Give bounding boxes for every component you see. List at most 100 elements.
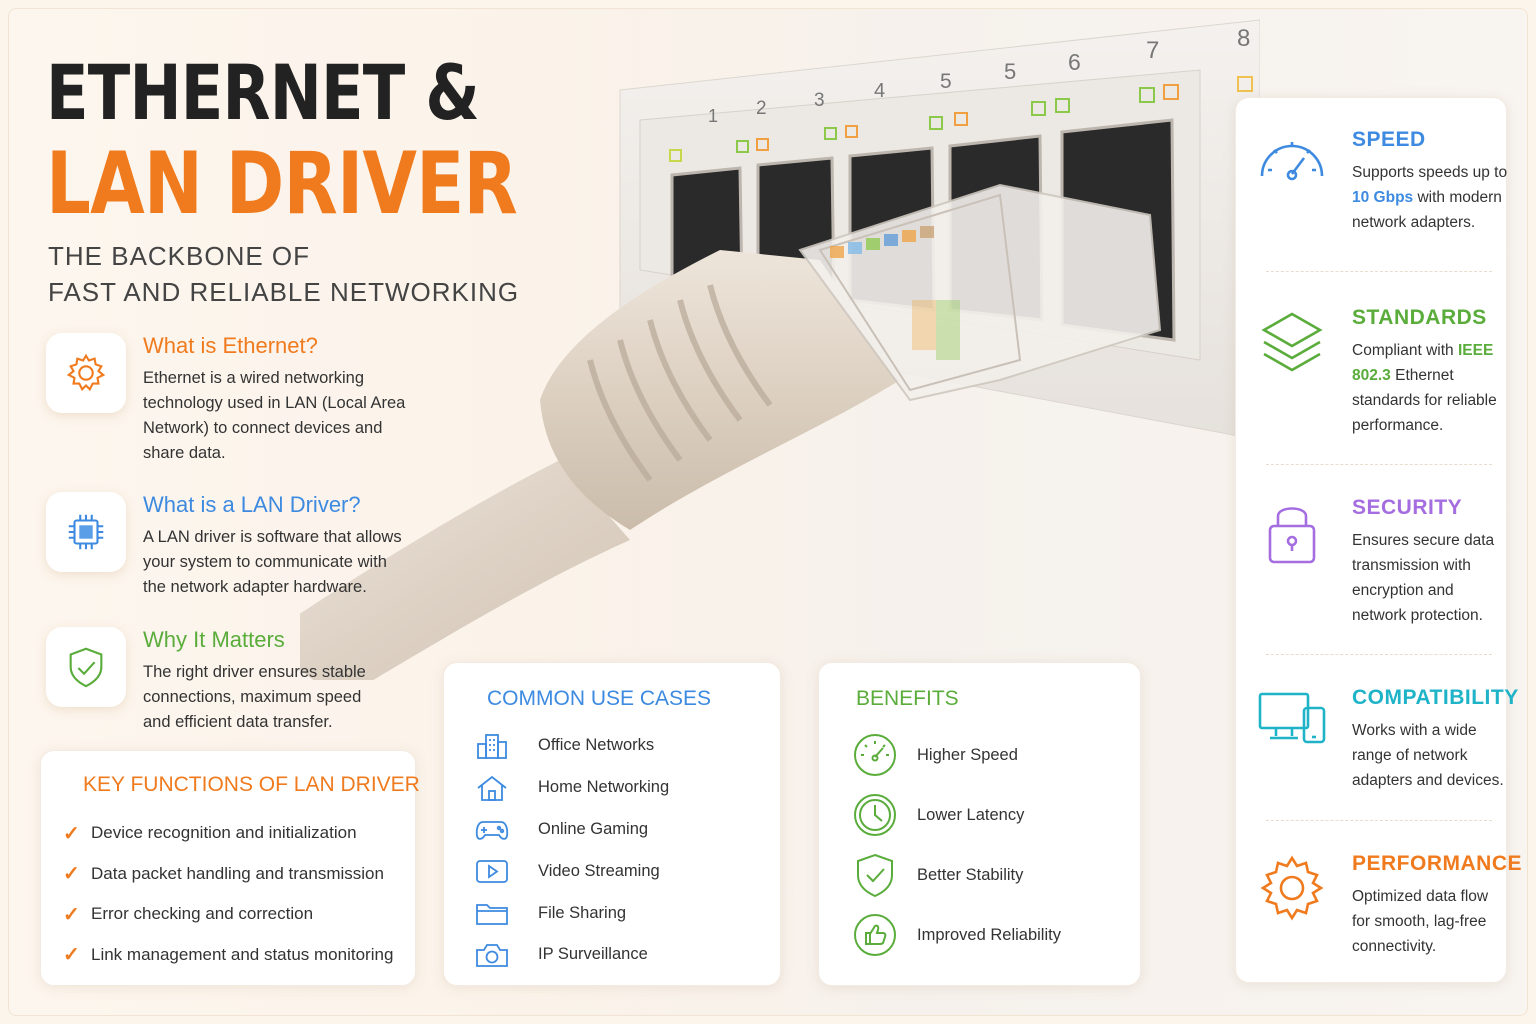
intro-title: What is a LAN Driver? [143, 492, 361, 517]
feature-text: Compliant with IEEE 802.3 Ethernet stand… [1352, 338, 1508, 438]
use-cases-title: COMMON USE CASES [487, 687, 712, 710]
subtitle-line-1: THE BACKBONE OF [48, 241, 311, 271]
use-case-label: Video Streaming [538, 861, 660, 880]
intro-title: What is Ethernet? [143, 333, 318, 358]
intro-what-is-lan-driver: What is a LAN Driver? A LAN driver is so… [46, 492, 416, 602]
list-item: Office Networks [474, 725, 669, 767]
feature-compatibility: COMPATIBILITY Works with a wide range of… [1236, 656, 1518, 832]
layers-icon [1261, 312, 1323, 372]
intro-what-is-ethernet: What is Ethernet? Ethernet is a wired ne… [46, 333, 416, 473]
port-number: 5 [940, 70, 952, 93]
key-function-label: Data packet handling and transmission [91, 863, 384, 883]
feature-speed: SPEED Supports speeds up to 10 Gbps with… [1236, 98, 1508, 274]
list-item: ✓Link management and status monitoring [63, 935, 393, 976]
gear-icon [66, 353, 106, 392]
benefits-list: Higher Speed Lower Latency Better Stabil… [851, 725, 1061, 965]
intro-text: A LAN driver is software that allows you… [143, 528, 402, 596]
feature-highlight: 10 Gbps [1352, 189, 1414, 206]
port-leds [669, 76, 1253, 162]
feature-standards: STANDARDS Compliant with IEEE 802.3 Ethe… [1236, 276, 1508, 452]
list-item: Online Gaming [474, 809, 669, 851]
camera-icon [476, 943, 508, 967]
port-number: 2 [756, 98, 767, 119]
list-item: ✓ Data packet handling and transmission [63, 854, 393, 895]
check-icon: ✓ [63, 863, 80, 886]
benefits-card: BENEFITS Higher Speed Lower Latency Bett… [818, 662, 1141, 986]
use-case-label: Online Gaming [538, 819, 649, 838]
ethernet-switch-illustration: 1 2 3 4 5 5 6 7 8 [260, 19, 1261, 700]
feature-performance: PERFORMANCE Optimized data flow for smoo… [1236, 822, 1522, 998]
feature-title: PERFORMANCE [1352, 852, 1523, 875]
benefit-label: Lower Latency [917, 805, 1025, 824]
key-function-label: Device recognition and initialization [91, 823, 357, 843]
benefit-label: Better Stability [917, 865, 1024, 884]
key-functions-card: KEY FUNCTIONS OF LAN DRIVER ✓ Device reco… [40, 750, 420, 986]
feature-text-after: Ethernet standards for reliable performa… [1352, 367, 1497, 434]
feature-text: Works with a wide range of network adapt… [1352, 722, 1504, 789]
feature-highlight: IEEE 802.3 [1352, 342, 1494, 384]
title-line-2: LAN DRIVER [46, 134, 518, 234]
intro-title: Why It Matters [143, 627, 285, 652]
thumbs-up-icon [854, 914, 896, 956]
shield-check-icon [857, 853, 893, 898]
feature-text: Ensures secure data transmission with en… [1352, 532, 1495, 624]
divider [1266, 654, 1492, 655]
feature-title: SPEED [1352, 128, 1426, 151]
list-item: Home Networking [474, 767, 669, 809]
gear-icon [1260, 855, 1324, 921]
list-item: Video Streaming [474, 850, 669, 892]
port-number: 3 [814, 90, 825, 111]
port-number: 6 [1068, 49, 1081, 75]
intro-icon-box [46, 492, 126, 572]
speedometer-icon [854, 734, 896, 776]
key-function-label: Link management and status monitoring [91, 944, 394, 964]
feature-security: SECURITY Ensures secure data transmissio… [1236, 466, 1508, 642]
speedometer-icon [1260, 142, 1324, 181]
subtitle: THE BACKBONE OF FAST AND RELIABLE NETWOR… [48, 238, 519, 310]
intro-text: Ethernet is a wired networking technolog… [143, 369, 406, 462]
feature-text: Supports speeds up to 10 Gbps with moder… [1352, 160, 1508, 235]
folder-icon [476, 904, 508, 925]
port-number: 1 [708, 106, 718, 126]
port-number: 5 [1004, 59, 1016, 84]
list-item: IP Surveillance [474, 934, 669, 976]
features-panel: SPEED Supports speeds up to 10 Gbps with… [1235, 97, 1522, 983]
devices-icon [1258, 692, 1326, 744]
list-item: Improved Reliability [851, 905, 1061, 965]
list-item: ✓ Device recognition and initialization [63, 813, 393, 854]
use-cases-card: COMMON USE CASES Office Networks Home Ne… [443, 662, 781, 986]
use-case-label: IP Surveillance [538, 945, 648, 964]
list-item: File Sharing [474, 892, 669, 934]
clock-icon [854, 794, 896, 836]
benefit-label: Higher Speed [917, 745, 1018, 764]
use-cases-list: Office Networks Home Networking Online G… [474, 725, 669, 976]
benefit-label: Improved Reliability [917, 925, 1061, 944]
check-icon: ✓ [63, 903, 80, 926]
feature-title: STANDARDS [1352, 306, 1487, 329]
key-functions-title: KEY FUNCTIONS OF LAN DRIVER [83, 773, 420, 796]
lock-icon [1268, 507, 1316, 564]
benefits-title: BENEFITS [856, 687, 959, 710]
list-item: Better Stability [851, 845, 1061, 905]
feature-text-before: Supports speeds up to [1352, 164, 1508, 181]
feature-title: SECURITY [1352, 496, 1463, 519]
list-item: ✓ Error checking and correction [63, 894, 393, 935]
check-icon: ✓ [63, 822, 80, 845]
use-case-label: Home Networking [538, 778, 670, 797]
feature-text: Optimized data flow for smooth, lag-free… [1352, 888, 1489, 955]
building-icon [477, 733, 507, 759]
shield-check-icon [69, 647, 103, 688]
use-case-label: File Sharing [538, 903, 627, 922]
use-case-label: Office Networks [538, 736, 655, 755]
play-icon [476, 860, 508, 884]
feature-title: COMPATIBILITY [1352, 686, 1519, 709]
divider [1266, 464, 1492, 465]
gamepad-icon [475, 821, 509, 841]
intro-text: The right driver ensures stable connecti… [143, 663, 366, 731]
feature-text-before: Compliant with [1352, 342, 1458, 359]
list-item: Higher Speed [851, 725, 1061, 785]
key-function-label: Error checking and correction [91, 904, 314, 924]
title-line-1: ETHERNET & [46, 48, 480, 137]
hero-illustration: 1 2 3 4 5 5 6 7 8 [260, 0, 1261, 700]
key-functions-list: ✓ Device recognition and initialization ✓… [63, 813, 393, 975]
